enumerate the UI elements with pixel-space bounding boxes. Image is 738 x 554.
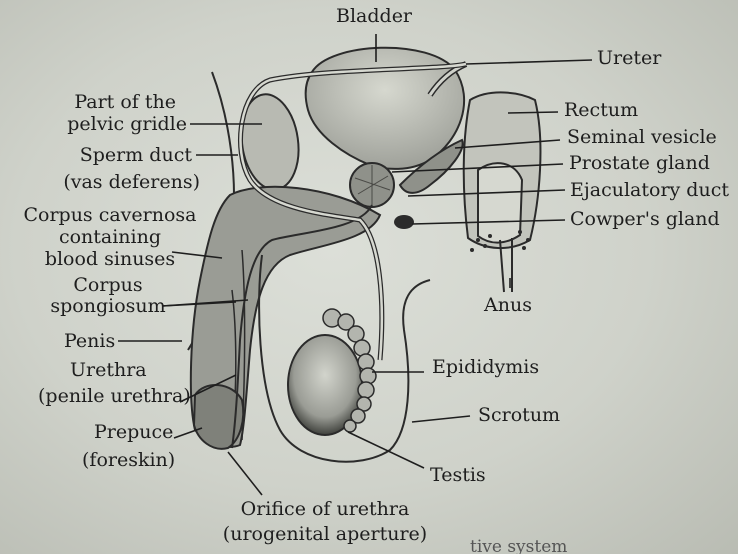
label-urethra-line1: Urethra — [70, 359, 147, 381]
label-corpus-spongiosum-line2: spongiosum — [50, 295, 166, 317]
label-testis: Testis — [430, 464, 486, 486]
anal-canal — [499, 238, 513, 293]
label-pelvic-girdle-line1: Part of the — [74, 91, 176, 113]
label-bladder: Bladder — [336, 5, 413, 27]
label-orifice-line1: Orifice of urethra — [240, 498, 410, 520]
label-corpus-spongiosum-line1: Corpus — [73, 274, 143, 296]
label-corpus-cavernosa-line1: Corpus cavernosa — [23, 204, 197, 226]
label-rectum: Rectum — [564, 99, 639, 121]
label-prepuce-line1: Prepuce — [94, 421, 174, 443]
label-corpus-cavernosa-line3: blood sinuses — [44, 248, 176, 270]
cutoff-caption: tive system — [470, 537, 568, 554]
label-epididymis: Epididymis — [432, 356, 540, 378]
label-anus: Anus — [484, 294, 532, 316]
label-corpus-cavernosa-line2: containing — [58, 226, 162, 248]
sphincter-dots — [470, 230, 530, 252]
label-pelvic-girdle-line2: pelvic gridle — [67, 113, 187, 135]
urethra — [231, 204, 373, 449]
prepuce — [192, 383, 245, 450]
label-cowpers-gland: Cowper's gland — [570, 208, 720, 230]
label-sperm-duct-line2: (vas deferens) — [63, 171, 200, 193]
label-sperm-duct-line1: Sperm duct — [79, 144, 192, 166]
leader-lines — [118, 34, 593, 496]
label-ejaculatory-duct: Ejaculatory duct — [570, 179, 729, 201]
label-penis: Penis — [64, 330, 116, 352]
label-prostate-gland: Prostate gland — [569, 152, 710, 174]
seminal-vesicle — [398, 138, 464, 194]
label-scrotum: Scrotum — [478, 404, 561, 426]
label-prepuce-line2: (foreskin) — [82, 449, 176, 471]
scrotum — [258, 254, 431, 463]
label-urethra-line2: (penile urethra) — [38, 385, 191, 407]
epididymis — [322, 308, 377, 433]
label-orifice-line2: (urogenital aperture) — [222, 523, 428, 545]
label-seminal-vesicle: Seminal vesicle — [567, 126, 717, 148]
cowpers-gland — [394, 215, 414, 229]
label-ureter: Ureter — [597, 47, 662, 69]
